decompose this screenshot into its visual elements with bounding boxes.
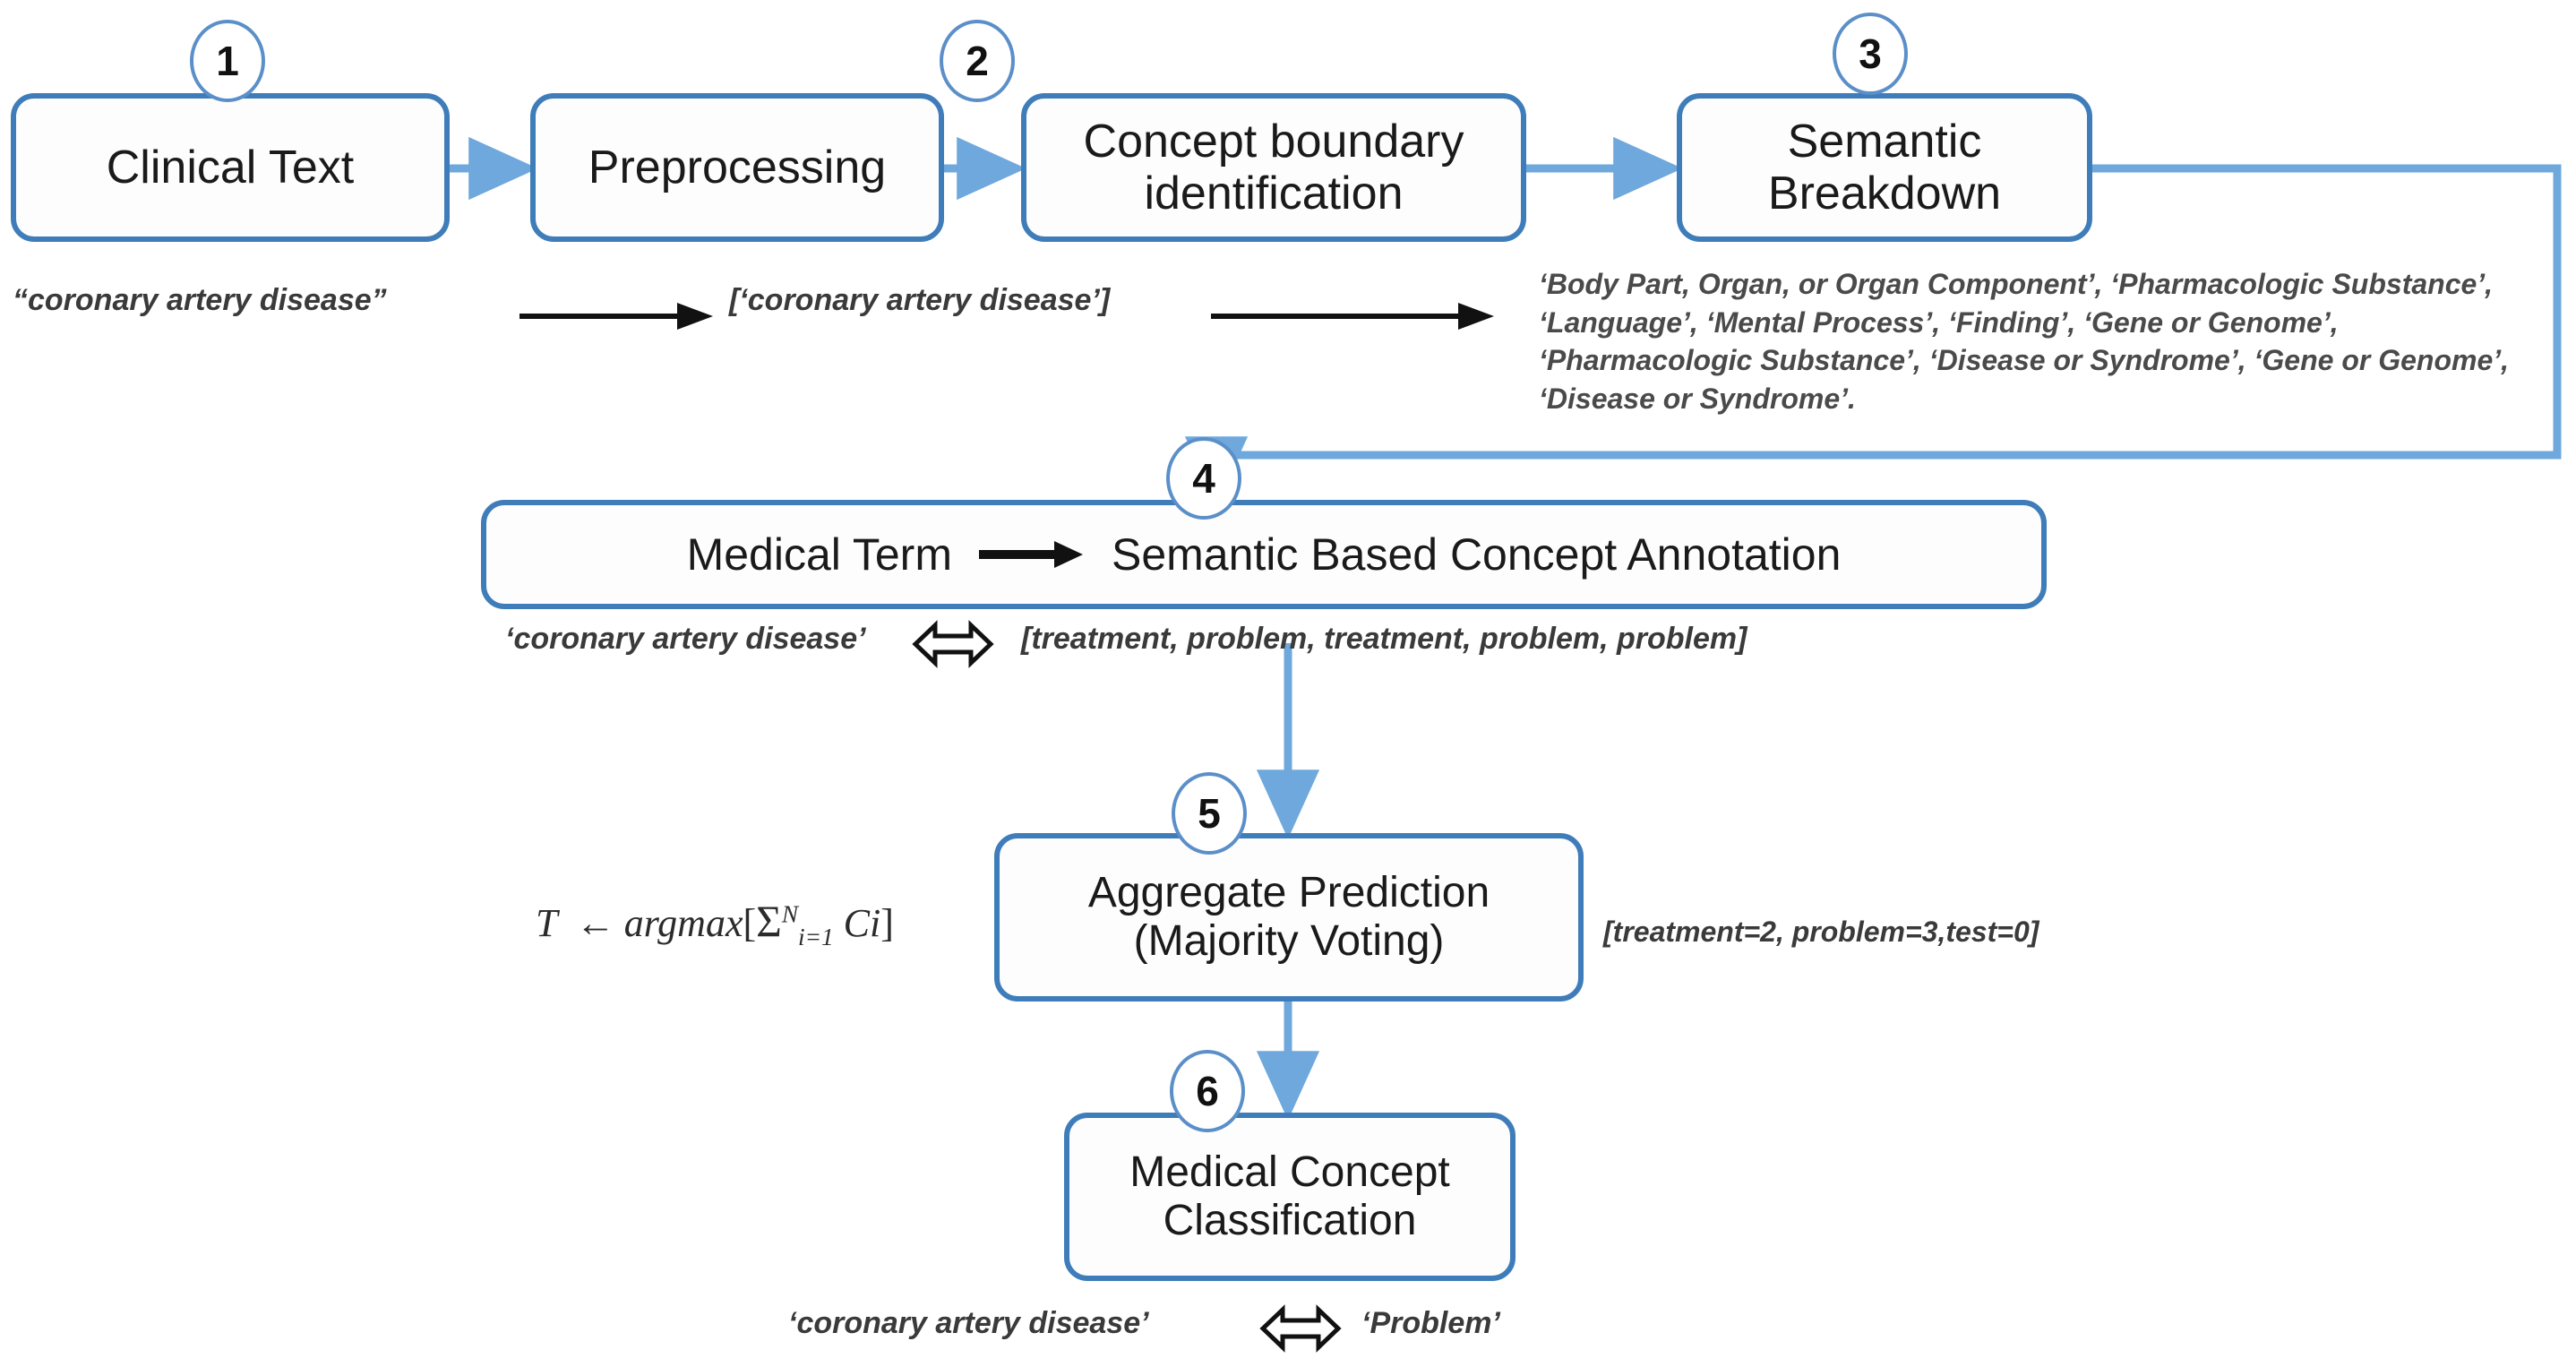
formula-term: Ci [843,901,881,945]
annotation-vote-counts: [treatment=2, problem=3,test=0] [1603,916,2039,948]
right-arrow-icon [978,541,1083,568]
formula-close: ] [880,901,894,945]
formula-sigma-lower: i=1 [798,923,834,950]
node-aggregate-prediction-line2: (Majority Voting) [1133,917,1445,965]
step-badge-3: 3 [1833,13,1908,95]
formula-assign-icon: ← [575,901,615,945]
annotation-term-quoted: ‘coronary artery disease’ [505,622,866,656]
step-badge-3-number: 3 [1859,30,1882,77]
node-clinical-text-label: Clinical Text [106,141,355,193]
node-medical-concept-classification[interactable]: Medical Concept Classification [1064,1113,1516,1281]
double-arrow-icon-1 [912,620,994,668]
step-badge-1-number: 1 [216,38,239,84]
formula-open: [ [743,901,757,945]
node-semantic-breakdown-line1: Semantic [1787,115,1982,168]
node-concept-boundary-line1: Concept boundary [1083,115,1464,168]
node-aggregate-prediction[interactable]: Aggregate Prediction (Majority Voting) [994,833,1584,1002]
step-badge-6: 6 [1170,1050,1245,1132]
black-arrow-2 [1211,303,1494,330]
node-concept-boundary-line2: identification [1144,168,1404,219]
node-semantic-breakdown[interactable]: Semantic Breakdown [1677,93,2092,242]
black-arrow-1 [519,303,713,330]
formula-sigma-upper: N [781,900,799,928]
node-concept-annotation-left: Medical Term [686,529,952,580]
step-badge-4-number: 4 [1192,455,1215,502]
formula-fn: argmax [623,901,743,945]
formula-sigma: Σ [756,897,782,946]
step-badge-2: 2 [940,20,1015,102]
annotation-tokenized-text: [‘coronary artery disease’] [729,283,1111,317]
node-concept-annotation[interactable]: Medical Term Semantic Based Concept Anno… [481,500,2047,609]
node-concept-boundary[interactable]: Concept boundary identification [1021,93,1526,242]
step-badge-5-number: 5 [1198,790,1221,837]
node-classification-line2: Classification [1163,1197,1417,1244]
aggregate-formula: T ←argmax[ΣNi=1 Ci] [536,896,894,951]
double-arrow-icon-2 [1259,1304,1342,1353]
step-badge-6-number: 6 [1196,1068,1219,1114]
annotation-final-class: ‘Problem’ [1361,1306,1500,1340]
step-badge-4: 4 [1166,437,1241,520]
step-badge-2-number: 2 [966,38,989,84]
node-concept-annotation-right: Semantic Based Concept Annotation [1111,529,1842,580]
node-semantic-breakdown-line2: Breakdown [1767,168,2002,219]
annotation-final-term: ‘coronary artery disease’ [788,1306,1149,1340]
annotation-semantic-types: ‘Body Part, Organ, or Organ Component’, … [1539,268,2510,415]
node-preprocessing[interactable]: Preprocessing [530,93,944,242]
node-classification-line1: Medical Concept [1129,1148,1450,1197]
node-preprocessing-label: Preprocessing [588,141,887,193]
node-clinical-text[interactable]: Clinical Text [11,93,450,242]
formula-lhs: T [536,901,557,945]
step-badge-5: 5 [1172,772,1247,855]
node-aggregate-prediction-line1: Aggregate Prediction [1087,869,1490,917]
annotation-concept-list: [treatment, problem, treatment, problem,… [1021,622,1747,656]
step-badge-1: 1 [190,20,265,102]
annotation-raw-text: “coronary artery disease” [13,283,387,317]
